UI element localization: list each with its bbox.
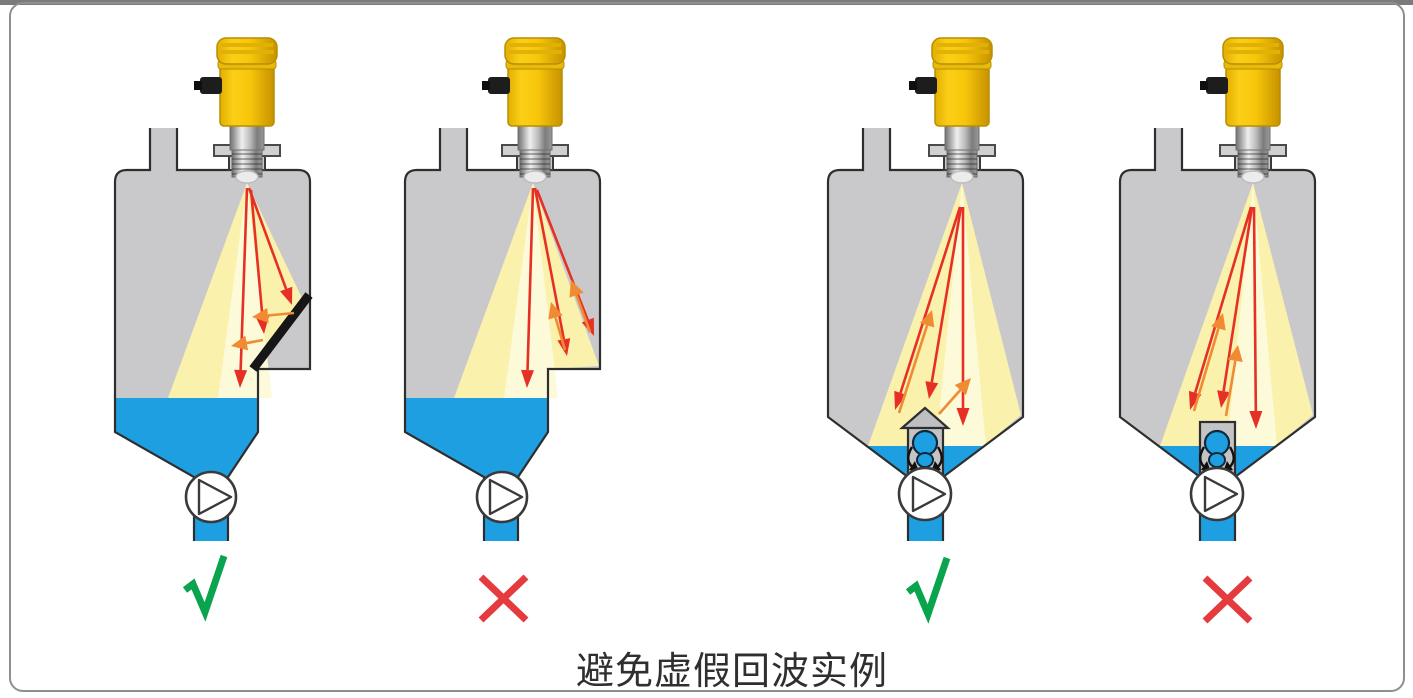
sensor-housing	[1225, 63, 1281, 127]
vessel-outline	[113, 128, 312, 541]
echo-arrow-main	[1252, 206, 1258, 412]
process-connection	[517, 123, 553, 151]
echo-arrow-main	[521, 369, 535, 388]
radar-level-sensor	[194, 37, 281, 184]
tank-step-without-deflector	[403, 37, 602, 623]
echo-arrow-main	[526, 187, 535, 371]
deflected-echo-arrow	[897, 324, 929, 414]
echo-arrow	[925, 381, 939, 399]
radar-beam-core	[218, 183, 272, 398]
product-inflow	[911, 429, 939, 457]
product-stream	[916, 452, 934, 468]
deflected-echo-arrow	[919, 310, 935, 328]
lid-ridge	[220, 50, 274, 54]
antenna-horn	[235, 170, 259, 184]
page-border	[9, 2, 1405, 692]
lid-ridge	[221, 43, 273, 47]
caption: 避免虚假回波实例	[576, 649, 889, 693]
false-echo-return-arrow	[1224, 360, 1237, 417]
deflector-plate	[249, 292, 313, 372]
vessel-outline	[826, 128, 1025, 541]
pump-icon	[1203, 475, 1239, 513]
echo-arrow	[249, 189, 264, 318]
deflected-echo-arrow	[954, 378, 971, 395]
false-echo-return-arrow	[548, 302, 563, 320]
product-inflow	[1203, 429, 1231, 457]
sensor-housing	[934, 63, 990, 127]
process-connection	[1235, 123, 1271, 151]
product-stream	[1208, 452, 1226, 468]
pump-icon	[911, 475, 947, 513]
liquid	[405, 398, 548, 541]
deflected-echo-arrow	[938, 389, 962, 415]
process-connection	[229, 123, 265, 151]
echo-arrow	[1222, 206, 1254, 392]
echo-arrow-main	[956, 408, 970, 426]
false-echo-return-arrow	[1227, 345, 1243, 363]
cable-gland-tip	[194, 81, 202, 90]
echo-arrow-main	[1249, 410, 1263, 429]
lid-ridge	[508, 50, 562, 54]
antenna-horn	[1241, 170, 1265, 184]
deflected-echo-arrow	[252, 308, 269, 323]
echo-arrow	[1217, 390, 1231, 408]
cable-gland-tip	[909, 81, 917, 90]
deflected-echo-arrow	[246, 338, 264, 345]
echo-arrow-main	[234, 369, 248, 388]
radar-beam-core	[1227, 183, 1277, 446]
cable-gland	[915, 77, 937, 94]
echo-arrow	[1193, 206, 1253, 394]
radar-level-sensor	[1200, 37, 1287, 184]
sensor-housing	[219, 63, 275, 127]
antenna-horn	[950, 170, 974, 184]
lid-ridge	[1226, 50, 1280, 54]
vessel-outline	[1118, 128, 1317, 541]
false-echo-return-arrow	[575, 294, 592, 333]
check-icon	[182, 554, 228, 622]
echo-arrow	[930, 206, 963, 383]
deflected-echo-arrow	[231, 335, 249, 351]
echo-arrow	[899, 206, 962, 394]
echo-arrow	[535, 189, 590, 321]
antenna-horn	[523, 170, 547, 184]
cable-gland-tip	[1200, 81, 1208, 90]
tank-inlet-pipe-without-roof	[1118, 37, 1317, 624]
radar-beam-core	[936, 183, 986, 446]
cross-icon	[478, 574, 529, 623]
false-echo-return-arrow	[569, 280, 584, 298]
process-connection	[944, 123, 980, 151]
check-icon	[905, 556, 951, 624]
liquid	[115, 398, 258, 541]
false-echo-return-arrow	[554, 316, 567, 351]
echo-arrow	[280, 286, 293, 305]
lid-ridge	[1227, 43, 1279, 47]
cross-icon	[1202, 575, 1253, 624]
radar-level-sensor	[909, 37, 996, 184]
radar-beam	[868, 183, 1021, 446]
cable-gland	[1206, 77, 1228, 94]
false-echo-return-arrow	[1192, 327, 1220, 412]
vessel-outline	[403, 128, 602, 541]
false-echo-return-arrow	[1211, 313, 1226, 331]
cable-gland	[200, 77, 222, 94]
tank-inlet-pipe-with-roof-deflector	[826, 37, 1025, 624]
tank-step-with-deflector-plate	[113, 37, 313, 622]
lid-ridge	[935, 50, 989, 54]
sensor-housing	[507, 63, 563, 127]
deflected-echo-arrow	[267, 311, 295, 317]
radar-level-sensor	[482, 37, 569, 184]
pump-icon	[197, 478, 233, 516]
lid-ridge	[509, 43, 561, 47]
echo-arrow	[247, 187, 288, 290]
cable-gland-tip	[482, 81, 490, 90]
pump-icon	[488, 478, 524, 516]
cable-gland	[488, 77, 510, 94]
lid-ridge	[936, 43, 988, 47]
pipe-roof-deflector	[899, 406, 951, 430]
